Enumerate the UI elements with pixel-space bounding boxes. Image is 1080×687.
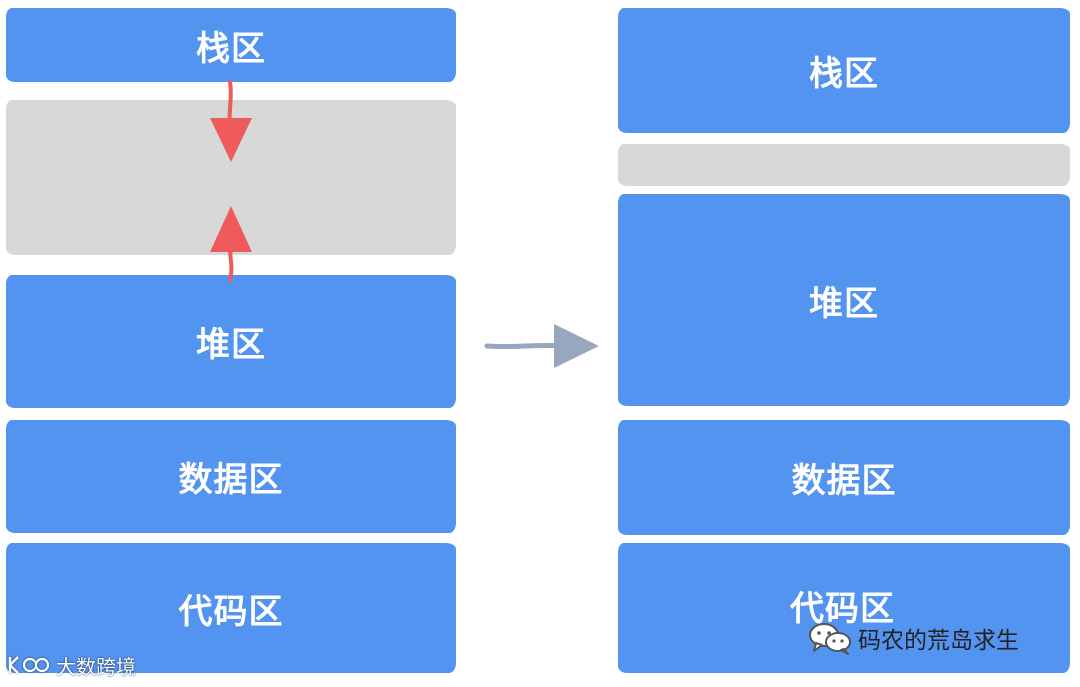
before-heap-label: 堆区 [196, 325, 266, 365]
transition-arrow [484, 324, 599, 368]
before-code-label: 代码区 [178, 591, 284, 632]
wechat-icon [809, 623, 851, 655]
before-data-region: 数据区 [6, 420, 456, 533]
after-data-label: 数据区 [791, 461, 897, 501]
heap-growth-arrow [210, 206, 252, 282]
before-data-label: 数据区 [178, 460, 284, 500]
before-stack-label: 栈区 [196, 28, 266, 69]
logo-icon [8, 656, 50, 674]
watermark-right: 码农的荒岛求生 [808, 620, 1019, 656]
watermark-left-text: 大数跨境 [56, 654, 136, 679]
stack-growth-arrow [210, 80, 252, 162]
before-code-region: 代码区 [6, 543, 456, 673]
watermark-right-text: 码农的荒岛求生 [858, 628, 1019, 654]
after-code-label: 代码区 [790, 589, 895, 629]
before-stack-region: 栈区 [6, 8, 456, 82]
after-stack-region: 栈区 [618, 8, 1070, 133]
before-heap-region: 堆区 [6, 275, 456, 408]
after-free-space [618, 144, 1070, 186]
after-stack-label: 栈区 [809, 54, 879, 94]
after-heap-region: 堆区 [618, 194, 1070, 406]
after-heap-label: 堆区 [809, 283, 879, 324]
watermark-left: 大数跨境 [6, 650, 136, 680]
after-data-region: 数据区 [618, 420, 1070, 535]
